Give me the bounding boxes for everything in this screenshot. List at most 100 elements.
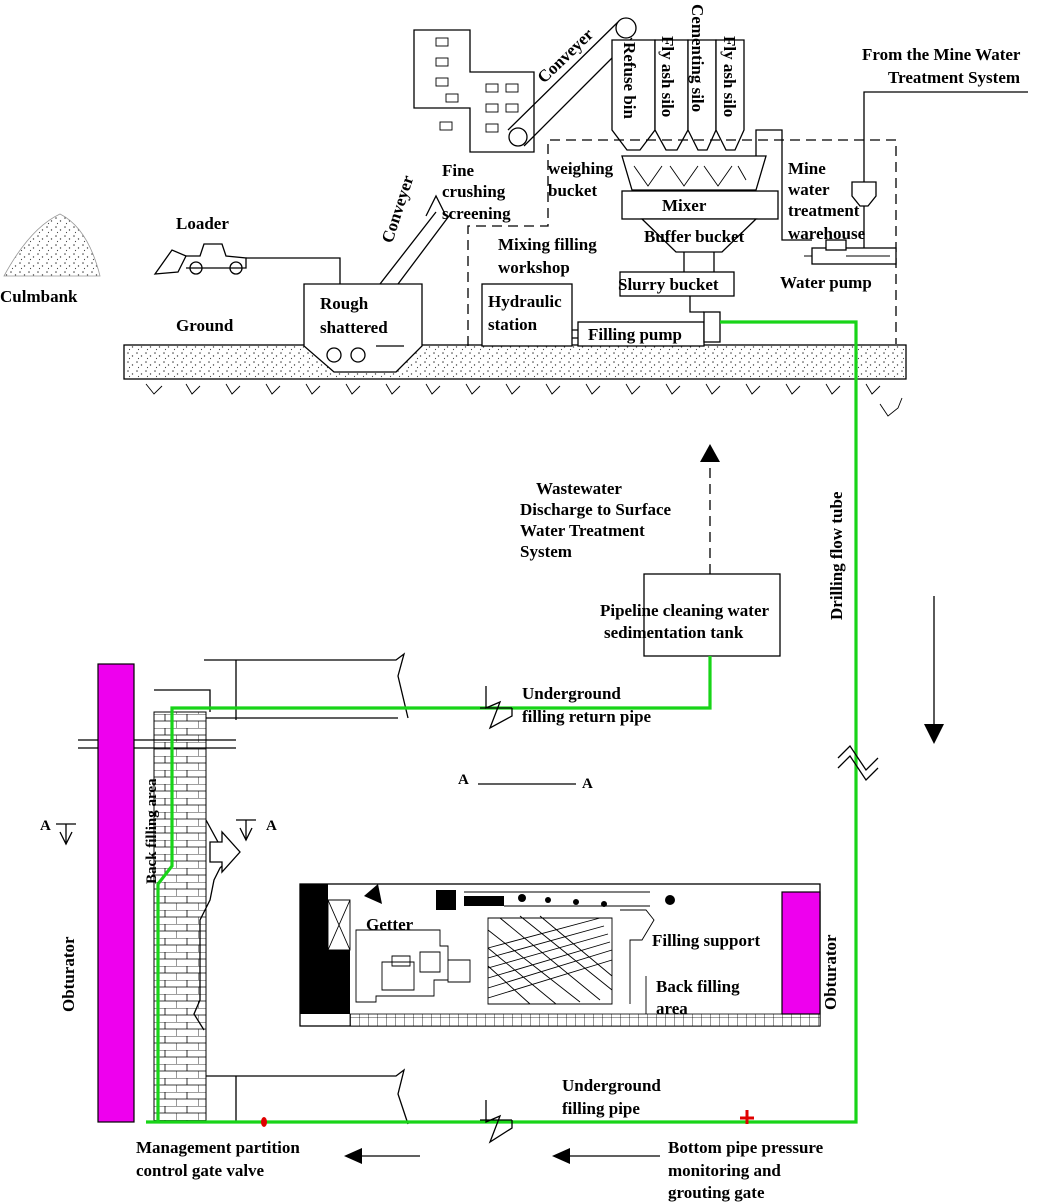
return-pipe xyxy=(156,656,712,1122)
label-treatment: treatment xyxy=(788,201,860,220)
support-hatching xyxy=(487,915,613,1005)
face-bottom-grid xyxy=(349,1013,821,1027)
workshop-boundary xyxy=(467,139,897,346)
mine-water-tank xyxy=(851,181,877,207)
label-conveyer-left: Conveyer xyxy=(378,172,418,245)
label-loader: Loader xyxy=(176,214,229,233)
label-wastewater-3: Water Treatment xyxy=(520,521,645,540)
label-fly-ash-silo-1: Fly ash silo xyxy=(658,36,677,117)
silos xyxy=(611,39,745,151)
working-face-frame xyxy=(299,883,821,1027)
label-mixing-filling: Mixing filling xyxy=(498,235,597,254)
hydraulic-station xyxy=(481,283,573,347)
mixer xyxy=(621,190,779,220)
label-fine: Fine xyxy=(442,161,475,180)
label-bucket: bucket xyxy=(548,181,597,200)
label-ground: Ground xyxy=(176,316,234,335)
ground-surface xyxy=(123,344,907,380)
pipe-break-vertical xyxy=(837,744,879,782)
getter-machine xyxy=(355,929,471,1003)
label-getter: Getter xyxy=(366,915,414,934)
weighing-buckets xyxy=(621,155,767,191)
label-water: water xyxy=(788,180,830,199)
building-windows xyxy=(435,37,519,133)
drilling-flow-tube-pipe xyxy=(146,320,858,1124)
label-pipeline-1: Pipeline cleaning water xyxy=(600,601,769,620)
label-weighing: weighing xyxy=(548,159,614,178)
label-back-filling-vertical: Back filling area xyxy=(144,778,160,884)
loader-icon xyxy=(153,243,247,275)
label-mine: Mine xyxy=(788,159,826,178)
label-refuse-bin: Refuse bin xyxy=(620,42,639,120)
label-from-mine-2: Treatment System xyxy=(888,68,1020,87)
label-filling-pump: Filling pump xyxy=(588,325,682,344)
label-pipeline-2: sedimentation tank xyxy=(604,623,744,642)
label-bottom-1: Bottom pipe pressure xyxy=(668,1138,824,1157)
label-wastewater-4: System xyxy=(520,542,572,561)
label-buffer-bucket: Buffer bucket xyxy=(644,227,745,246)
section-marker-a-left xyxy=(56,823,76,846)
label-bottom-3: grouting gate xyxy=(668,1183,765,1202)
goaf-arrow xyxy=(209,830,241,874)
label-water-pump: Water pump xyxy=(780,273,872,292)
buffer-bucket xyxy=(640,218,758,253)
label-wastewater-2: Discharge to Surface xyxy=(520,500,672,519)
label-slurry-bucket: Slurry bucket xyxy=(618,275,719,294)
label-crushing: crushing xyxy=(442,182,506,201)
flow-arrow-head xyxy=(924,724,944,744)
label-return-1: Underground xyxy=(522,684,621,703)
label-fly-ash-silo-2: Fly ash silo xyxy=(720,36,739,117)
pipe-break-return xyxy=(480,686,513,730)
fine-crushing-building xyxy=(413,29,535,153)
label-culmbank: Culmbank xyxy=(0,287,78,306)
slurry-bucket xyxy=(619,271,735,297)
left-back-filling-panel xyxy=(153,711,207,1123)
sedimentation-tank xyxy=(643,573,781,657)
wastewater-arrow-head xyxy=(700,444,720,462)
label-station: station xyxy=(488,315,538,334)
label-mixer: Mixer xyxy=(662,196,707,215)
coal-wall xyxy=(300,884,328,1014)
label-rough: Rough xyxy=(320,294,369,313)
pipe-break-filling xyxy=(480,1100,513,1144)
label-cementing-silo: Cementing silo xyxy=(688,4,707,112)
water-pump-icon xyxy=(804,239,897,265)
grouting-gate-marker xyxy=(740,1110,754,1124)
label-ufp-2: filling pipe xyxy=(562,1099,640,1118)
label-screening: screening xyxy=(442,204,511,223)
label-bottom-2: monitoring and xyxy=(668,1161,781,1180)
label-back-filling-2: area xyxy=(656,999,688,1018)
gate-valve-marker xyxy=(261,1117,267,1127)
lower-roadway xyxy=(204,1068,409,1125)
section-marker-a-right xyxy=(236,819,256,842)
label-drilling-flow-tube: Drilling flow tube xyxy=(827,491,846,620)
label-from-mine-1: From the Mine Water xyxy=(862,45,1021,64)
label-back-filling-1: Back filling xyxy=(656,977,740,996)
ground-rock-marks xyxy=(145,383,903,417)
label-gate-2: control gate valve xyxy=(136,1161,265,1180)
rough-shattered-crusher xyxy=(303,283,423,373)
label-workshop: workshop xyxy=(498,258,570,277)
label-a-mid-left: A xyxy=(458,772,469,788)
label-return-2: filling return pipe xyxy=(522,707,652,726)
label-hydraulic: Hydraulic xyxy=(488,292,562,311)
label-shattered: shattered xyxy=(320,318,388,337)
label-warehouse: warehouse xyxy=(788,224,866,243)
label-obturator-left: Obturator xyxy=(59,936,78,1012)
label-ufp-1: Underground xyxy=(562,1076,661,1095)
culmbank-pile xyxy=(3,213,101,277)
left-conveyer xyxy=(379,211,453,285)
label-wastewater-1: Wastewater xyxy=(536,479,622,498)
filling-pump xyxy=(577,321,705,347)
label-conveyer-right: Conveyer xyxy=(534,24,598,87)
label-filling-support: Filling support xyxy=(652,931,761,950)
upper-roadway xyxy=(204,652,409,719)
shearer-top xyxy=(364,884,382,904)
label-a-mid-right: A xyxy=(582,776,593,792)
label-a-left: A xyxy=(40,818,51,834)
left-obturator xyxy=(97,663,135,1123)
label-gate-1: Management partition xyxy=(136,1138,300,1157)
label-a-right: A xyxy=(266,818,277,834)
label-obturator-right: Obturator xyxy=(821,934,840,1010)
